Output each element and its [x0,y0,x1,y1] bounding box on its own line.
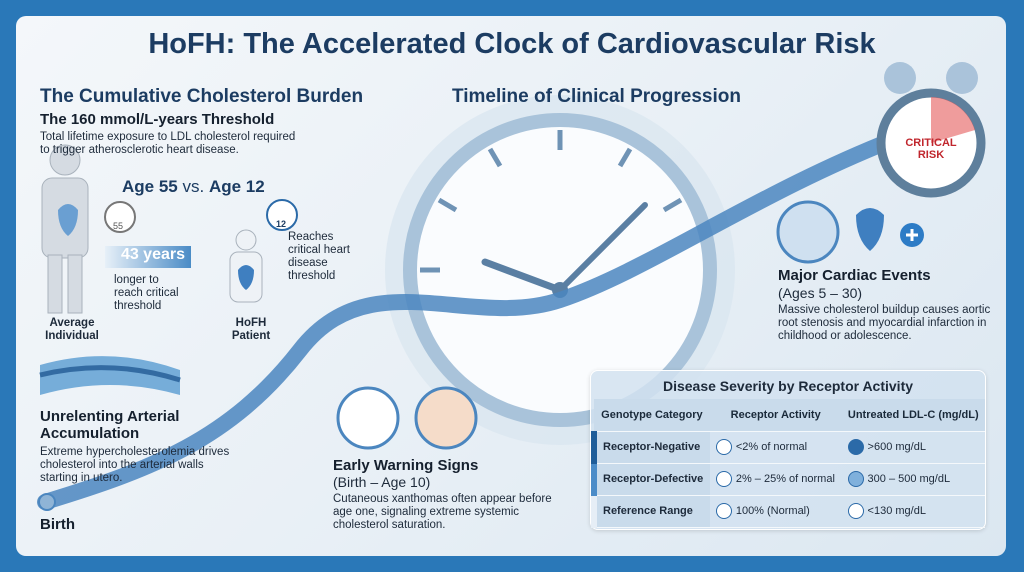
flask-icon [847,439,864,455]
receptor-icon [715,439,732,455]
ldl-cell: <130 mg/dL [841,495,985,528]
major-events-range: (Ages 5 – 30) [778,285,863,301]
critical-risk-label: CRITICAL RISK [905,137,957,161]
arterial-desc: Extreme hypercholesterolemia drives chol… [40,446,230,484]
vs-label: vs. [182,177,205,196]
flask-icon [847,503,864,519]
clock-55-icon [104,201,136,233]
age-comparison: Age 55 vs. Age 12 [122,177,265,197]
severity-table-card: Disease Severity by Receptor Activity Ge… [590,370,986,530]
threshold-heading: The 160 mmol/L-years Threshold [40,111,275,128]
knee-xanthoma-icon [414,386,478,450]
clock-12-icon [266,199,298,231]
ldl-cell: >600 mg/dL [841,431,985,464]
early-signs-range: (Birth – Age 10) [333,474,431,490]
alarm-clock-icon [876,62,986,198]
table-row: Reference Range 100% (Normal) <130 mg/dL [591,495,985,528]
threshold-desc: Total lifetime exposure to LDL cholester… [40,131,296,156]
hofh-threshold-desc: Reaches critical heart disease threshold [288,231,350,282]
flask-icon [847,471,864,487]
timeline-heading: Timeline of Clinical Progression [452,86,741,107]
activity-cell: 100% (Normal) [709,495,842,528]
burden-heading: The Cumulative Cholesterol Burden [40,86,364,107]
receptor-icon [715,503,732,519]
ldl-cell: 300 – 500 mg/dL [841,463,985,496]
clock-12-label: 12 [276,219,287,229]
col-header: Untreated LDL-C (mg/dL) [841,399,985,432]
hand-xanthoma-icon [336,386,400,450]
age-55: Age 55 [122,177,178,196]
heart-icon [238,265,254,290]
heart-anatomy-icon [856,208,884,251]
table-row: Receptor-Defective 2% – 25% of normal 30… [591,463,985,496]
genotype-cell: Receptor-Defective [591,463,710,496]
early-signs-desc: Cutaneous xanthomas often appear before … [333,493,552,531]
birth-label: Birth [40,516,75,533]
genotype-cell: Reference Range [591,495,710,528]
age-12: Age 12 [208,177,265,196]
hofh-patient-label: HoFH Patient [231,317,271,342]
genotype-cell: Receptor-Negative [591,431,710,464]
col-header: Genotype Category [594,399,710,432]
activity-cell: <2% of normal [709,431,842,464]
years-desc: longer to reach critical threshold [114,274,179,312]
table-row: Receptor-Negative <2% of normal >600 mg/… [591,431,985,464]
heart-icon [58,204,78,236]
artery-illustration [39,356,181,395]
col-header: Receptor Activity [709,399,842,432]
major-events-heading: Major Cardiac Events [778,267,931,284]
table-header-row: Genotype Category Receptor Activity Untr… [594,399,985,432]
birth-marker [38,493,56,511]
major-events-desc: Massive cholesterol buildup causes aorti… [778,304,991,342]
average-individual-label: Average Individual [45,317,99,342]
receptor-icon [715,471,732,487]
early-signs-heading: Early Warning Signs [333,457,479,474]
clock-55-label: 55 [113,221,124,231]
table-title: Disease Severity by Receptor Activity [662,378,914,394]
artery-icon [776,200,840,264]
arterial-heading: Unrelenting Arterial Accumulation [40,408,180,442]
large-clock-icon [385,95,735,445]
page-title: HoFH: The Accelerated Clock of Cardiovas… [148,28,876,60]
severity-table: Genotype Category Receptor Activity Untr… [591,399,985,528]
timeline-arc [37,127,913,510]
activity-cell: 2% – 25% of normal [709,463,842,496]
years-badge: 43 years [105,246,191,268]
